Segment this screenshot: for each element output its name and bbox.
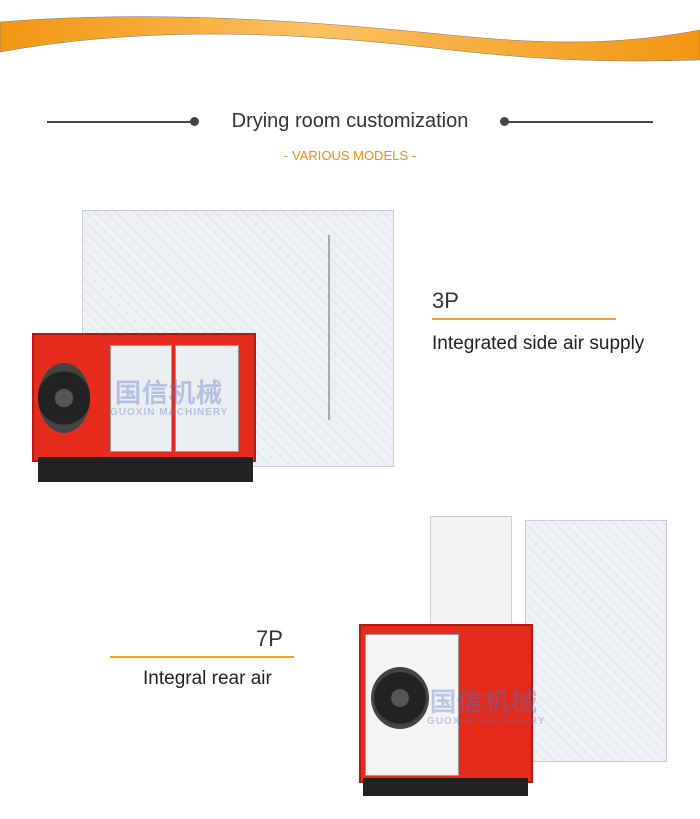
fan-icon — [38, 363, 90, 433]
divider-dot — [500, 117, 509, 126]
control-panel — [175, 345, 239, 452]
watermark-text: GUOXIN MACHINERY — [110, 407, 229, 418]
model-description: Integrated side air supply — [432, 333, 645, 354]
room-door — [328, 235, 392, 420]
orange-wave-banner — [0, 16, 700, 62]
unit-base — [38, 457, 253, 482]
model-description: Integral rear air — [143, 668, 272, 689]
model-label: 7P — [256, 626, 283, 651]
fan-icon — [371, 667, 429, 729]
product-image-7p: 国信机械 GUOXIN MACHINERY — [355, 512, 670, 812]
divider-dot — [190, 117, 199, 126]
unit-base — [363, 778, 528, 796]
section-subtitle: - VARIOUS MODELS - — [284, 148, 416, 163]
title-divider-left — [47, 121, 195, 123]
title-divider-right — [505, 121, 653, 123]
section-title: Drying room customization — [231, 110, 469, 132]
drying-room — [525, 520, 667, 762]
watermark-logo: 国信机械 — [430, 687, 539, 717]
model-underline — [432, 318, 616, 320]
control-panel — [110, 345, 172, 452]
model-underline — [110, 656, 294, 658]
air-duct — [430, 516, 512, 638]
watermark-text: GUOXIN MACHINERY — [427, 716, 546, 727]
model-label: 3P — [432, 288, 459, 313]
watermark-logo: 国信机械 — [115, 378, 224, 408]
product-image-3p: 国信机械 GUOXIN MACHINERY — [30, 205, 400, 490]
